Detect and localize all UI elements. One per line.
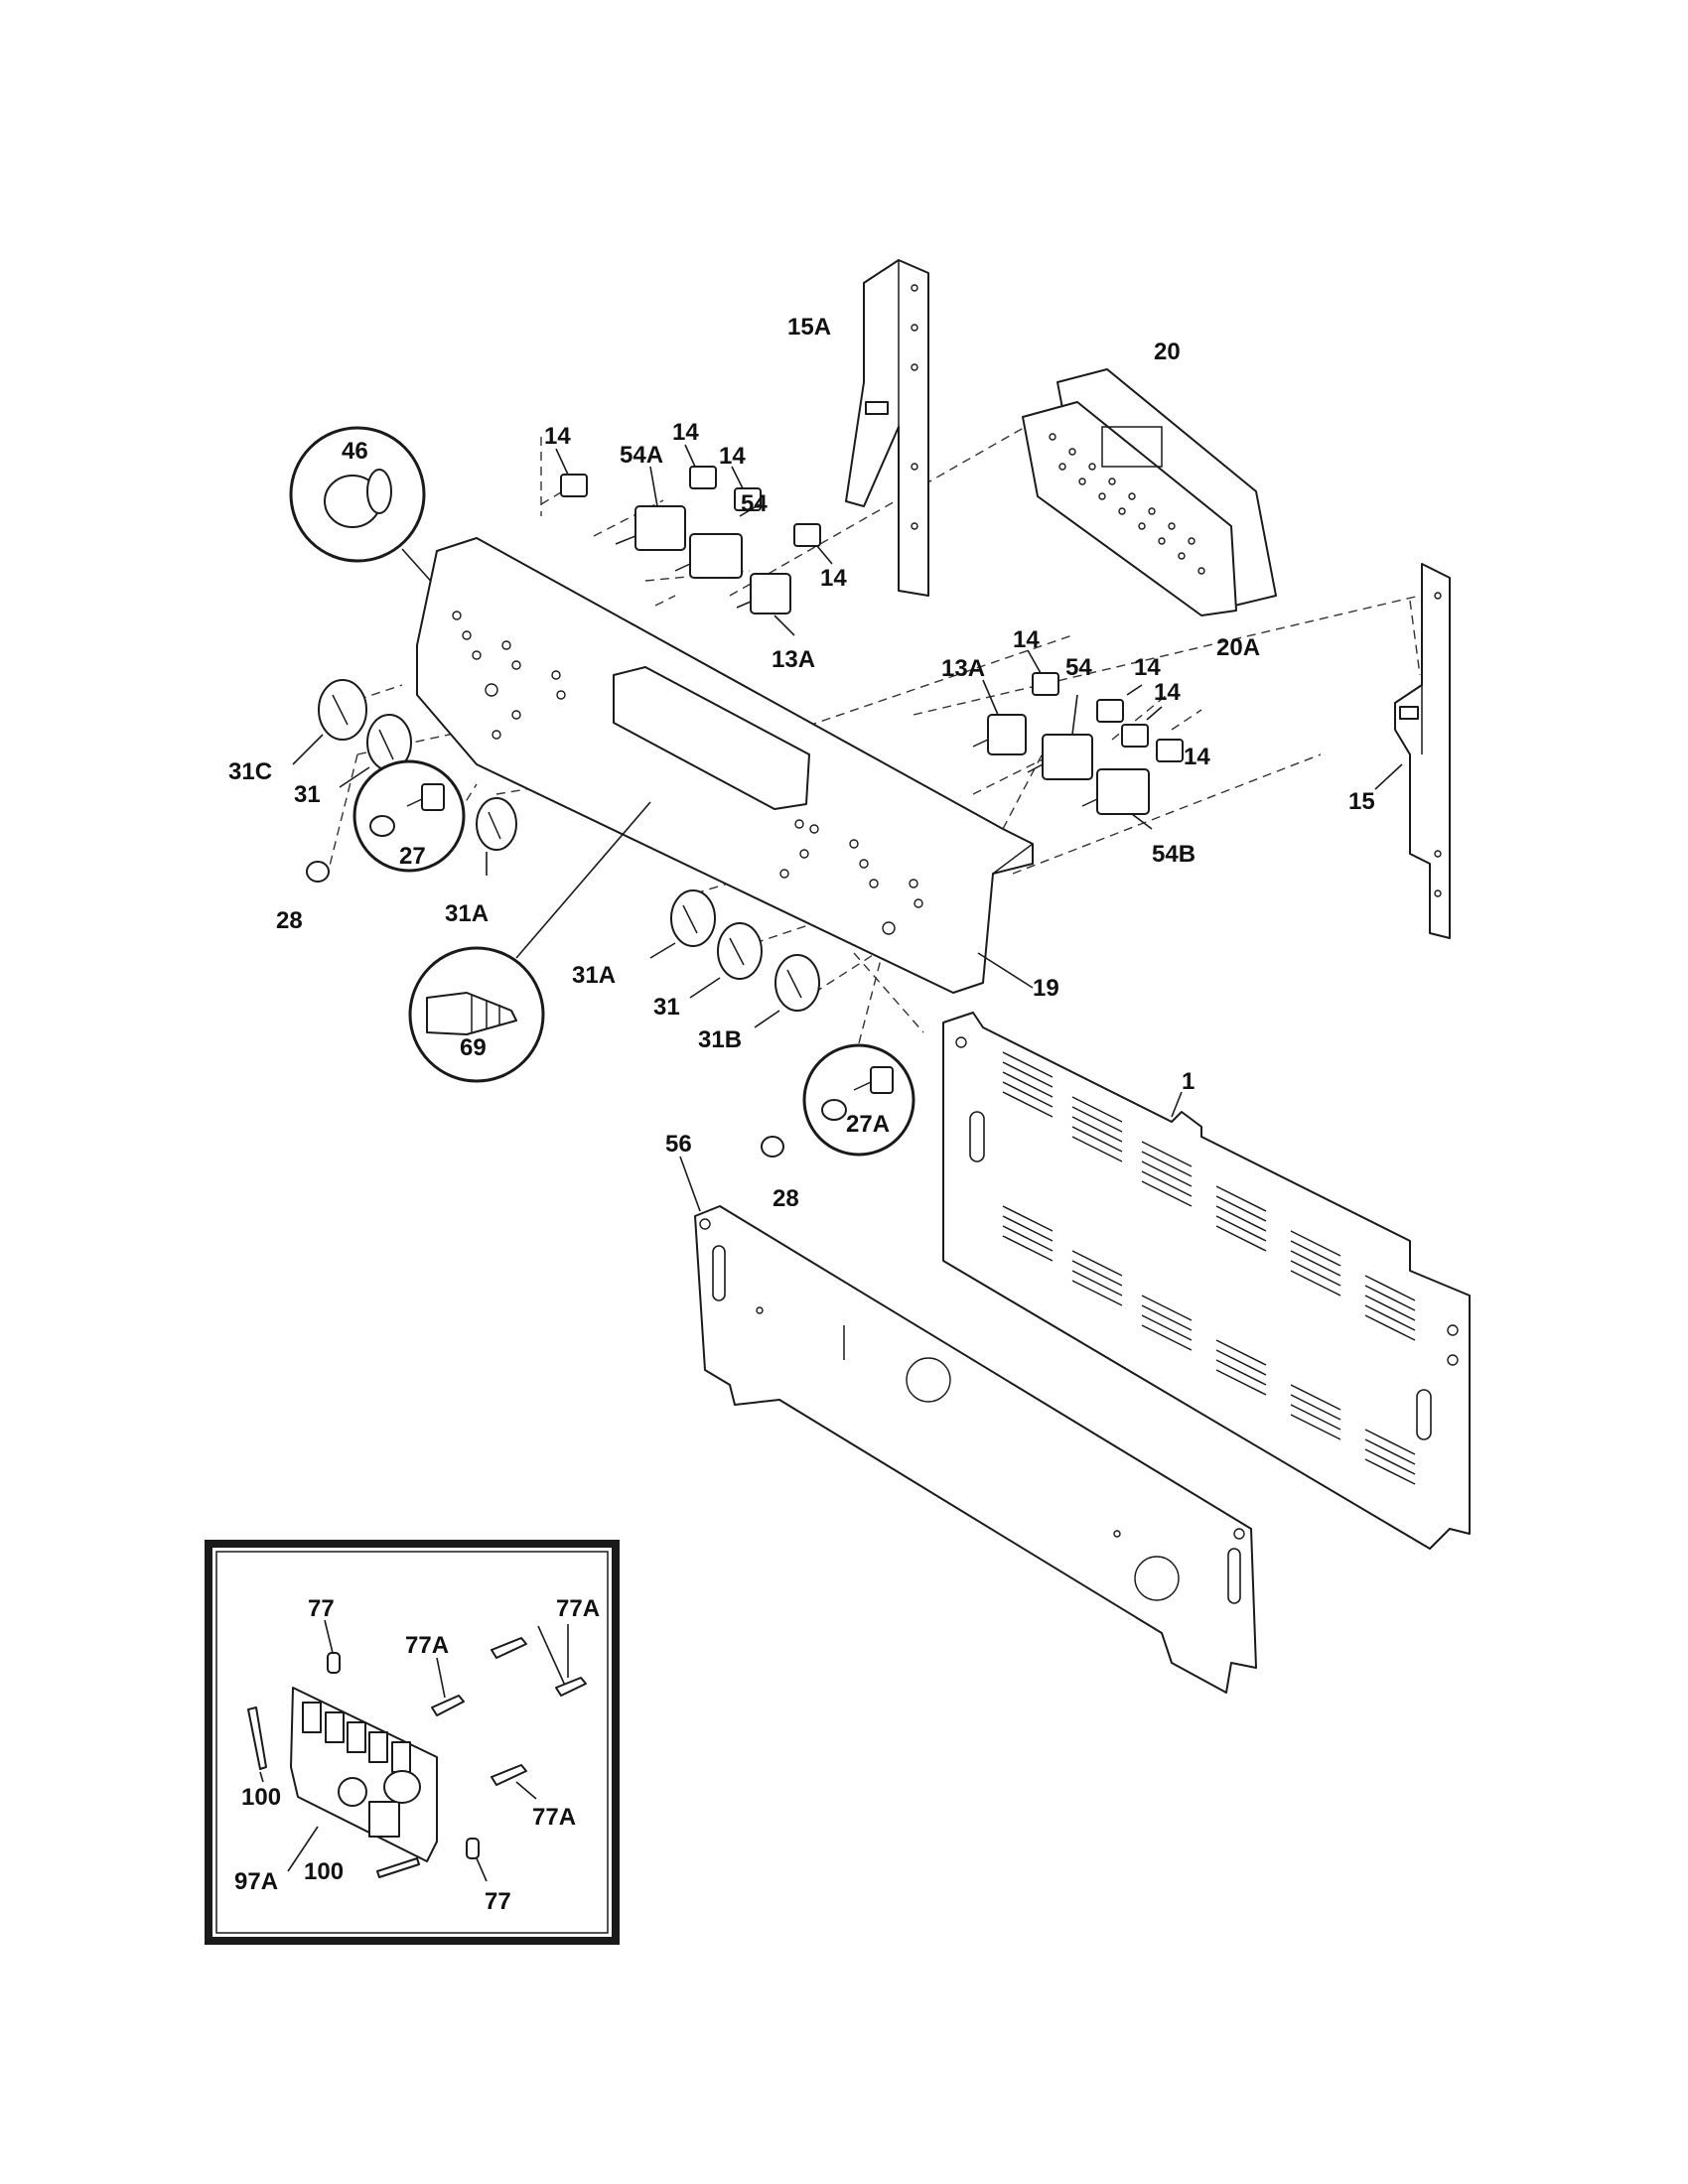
screw-77A-c	[555, 1624, 587, 1697]
label-13A-lower: 13A	[941, 655, 985, 682]
inset-board-97A	[205, 1540, 620, 1945]
label-28-right: 28	[773, 1185, 799, 1212]
callout-27A	[802, 1043, 915, 1157]
label-69: 69	[460, 1034, 487, 1061]
label-97A: 97A	[234, 1868, 278, 1895]
label-31-left: 31	[294, 781, 321, 808]
switch-54-lower	[1027, 694, 1093, 780]
switch-14-d	[793, 523, 833, 565]
switch-54-upper	[674, 503, 761, 579]
screw-100-b	[376, 1857, 420, 1878]
label-20: 20	[1154, 339, 1181, 365]
switch-13A-lower	[972, 679, 1027, 755]
label-100-top: 100	[241, 1784, 281, 1811]
label-1: 1	[1182, 1068, 1195, 1095]
control-panel-19	[416, 537, 1034, 994]
label-15: 15	[1348, 788, 1375, 815]
screw-77A-a	[491, 1625, 567, 1689]
screw-77A-b	[431, 1657, 465, 1716]
label-77-top: 77	[308, 1595, 335, 1622]
label-77A-top-right: 77A	[556, 1595, 600, 1622]
switch-14-f	[1096, 684, 1143, 723]
bracket-15A	[845, 259, 929, 597]
switch-14-g	[1121, 706, 1163, 748]
label-20A: 20A	[1216, 634, 1260, 661]
bracket-15	[1374, 563, 1451, 939]
label-14-b: 14	[672, 419, 699, 446]
knob-31-right	[689, 922, 763, 999]
switch-14-c	[731, 466, 762, 511]
grommet-28-left	[306, 861, 330, 883]
label-56: 56	[665, 1131, 692, 1158]
label-14-f: 14	[1134, 654, 1161, 681]
callout-46	[289, 426, 461, 614]
label-27A: 27A	[846, 1111, 890, 1138]
panel-holes	[452, 611, 923, 935]
label-31A-left: 31A	[445, 900, 489, 927]
label-46: 46	[342, 438, 368, 465]
label-13A-upper: 13A	[772, 646, 815, 673]
knob-31A-right	[649, 889, 716, 959]
switch-14-h	[1156, 739, 1184, 762]
label-14-c: 14	[719, 443, 746, 470]
label-14-a: 14	[544, 423, 571, 450]
back-panel-1	[942, 1012, 1471, 1550]
label-14-e: 14	[1013, 626, 1040, 653]
label-31C: 31C	[228, 758, 272, 785]
label-15A: 15A	[787, 314, 831, 341]
knob-31A-left	[476, 797, 517, 876]
label-54A: 54A	[620, 442, 663, 469]
control-board-20	[1022, 368, 1277, 616]
standoff-77-top	[324, 1619, 341, 1674]
switch-54A	[615, 466, 686, 551]
label-77A-middle: 77A	[405, 1632, 449, 1659]
switch-14-a	[555, 448, 588, 497]
label-54-lower: 54	[1065, 654, 1092, 681]
label-14-h: 14	[1184, 744, 1210, 770]
display-overlay-grid	[1049, 426, 1205, 575]
knob-31C	[292, 679, 367, 765]
label-31-right: 31	[653, 994, 680, 1021]
part-labels: 15A 20 46 14 14 14 54A 54 14 13A 20A 14 …	[228, 314, 1375, 1915]
label-28-left: 28	[276, 907, 303, 934]
callout-69	[408, 801, 651, 1083]
switch-13A-upper	[736, 573, 795, 636]
label-31B: 31B	[698, 1026, 742, 1053]
label-54-upper: 54	[741, 490, 768, 517]
switch-group-lower	[972, 649, 1184, 830]
label-77A-lower: 77A	[532, 1804, 576, 1831]
screw-100-a	[247, 1706, 267, 1783]
label-54B: 54B	[1152, 841, 1196, 868]
label-100-bottom: 100	[304, 1858, 344, 1885]
callout-27	[352, 759, 466, 873]
grommet-28-right	[761, 1136, 784, 1158]
switch-14-e	[1027, 649, 1059, 696]
label-27: 27	[399, 843, 426, 870]
label-14-d: 14	[820, 565, 847, 592]
label-77-bottom: 77	[485, 1888, 511, 1915]
screw-77A-d	[491, 1764, 537, 1800]
vent-slots	[1002, 1051, 1416, 1485]
lower-panel-56	[679, 1156, 1257, 1694]
switch-14-b	[684, 444, 717, 489]
standoff-77-bottom	[466, 1838, 488, 1882]
label-31A-right: 31A	[572, 962, 616, 989]
label-14-g: 14	[1154, 679, 1181, 706]
label-19: 19	[1033, 975, 1059, 1002]
switch-54B	[1081, 768, 1153, 830]
switch-group-upper	[555, 444, 833, 636]
knob-31B	[754, 954, 820, 1028]
